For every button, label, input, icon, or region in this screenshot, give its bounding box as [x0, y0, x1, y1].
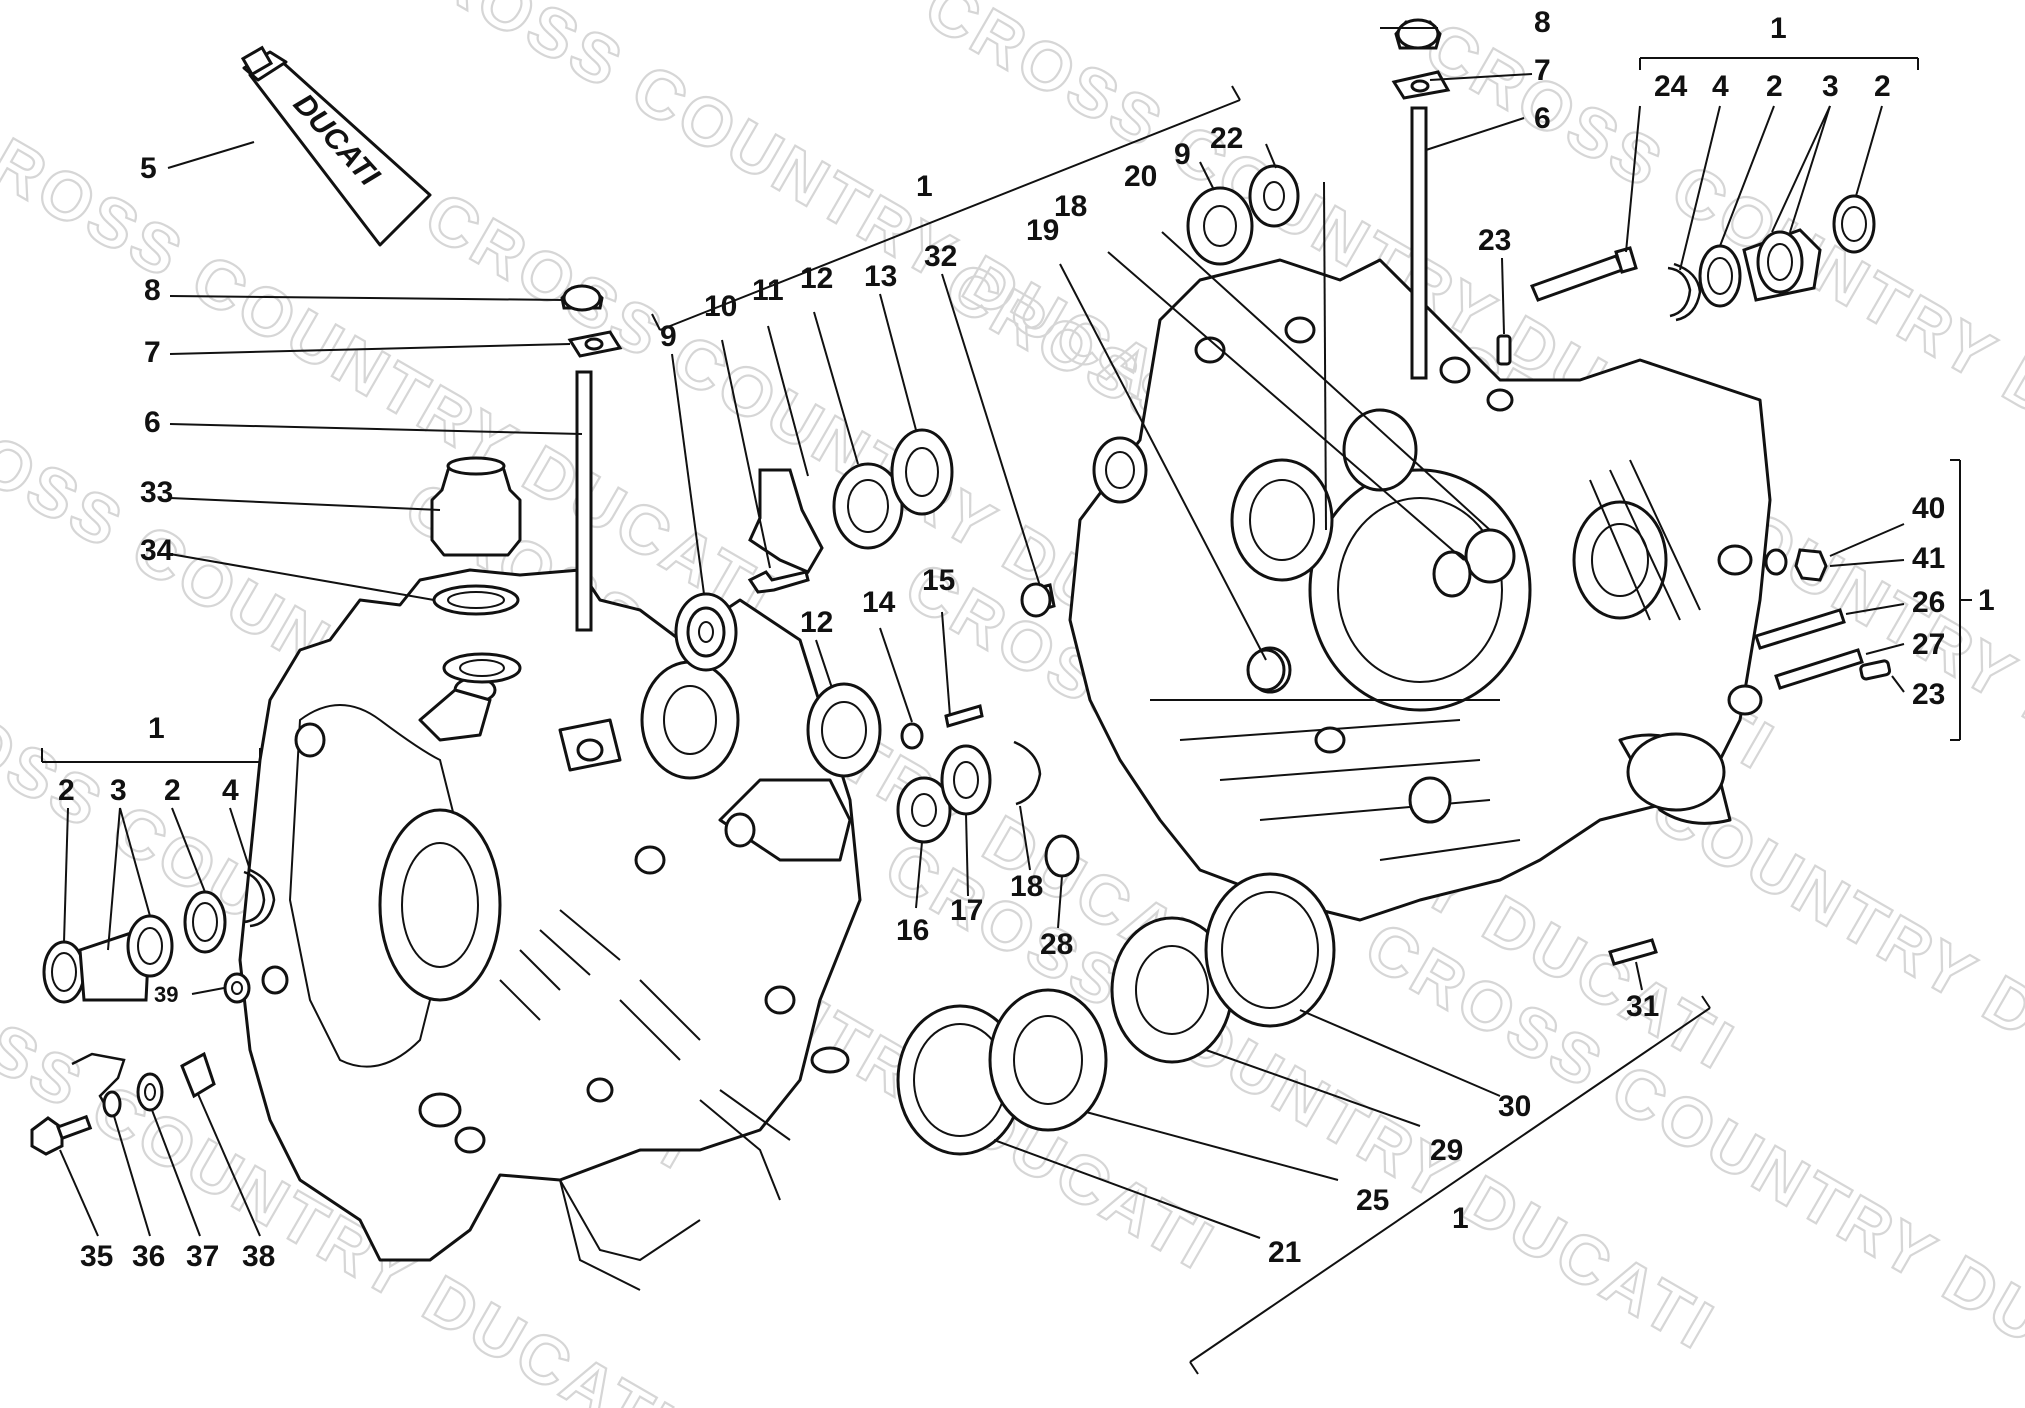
stud-group-left	[560, 284, 623, 632]
middle-bearing-group-upper	[674, 428, 1056, 672]
callout-24: 24	[1654, 70, 1688, 103]
callout-23: 23	[1478, 224, 1511, 257]
callout-6: 6	[1534, 102, 1551, 135]
callout-2: 2	[164, 774, 181, 807]
breather-and-washer	[430, 456, 522, 616]
callout-27: 27	[1912, 628, 1945, 661]
callout-14: 14	[862, 586, 896, 619]
left-crankcase-half	[238, 568, 862, 1291]
callout-7: 7	[1534, 54, 1551, 87]
callout-3: 3	[1822, 70, 1839, 103]
callout-12: 12	[800, 606, 833, 639]
callout-37: 37	[186, 1240, 219, 1273]
callout-34: 34	[140, 534, 174, 567]
callout-17: 17	[950, 894, 983, 927]
right-side-parts	[1608, 548, 1892, 966]
left-small-parts	[30, 972, 251, 1156]
callout-1-bottom: 1	[1452, 1202, 1469, 1235]
leader-lines	[41, 27, 1972, 1375]
callout-25: 25	[1356, 1184, 1389, 1217]
top-right-bearing-group	[1529, 194, 1876, 322]
callout-4: 4	[222, 774, 239, 807]
callout-39: 39	[154, 982, 178, 1007]
left-bearing-group	[42, 868, 276, 1004]
callout-13: 13	[864, 260, 897, 293]
callout-4: 4	[1712, 70, 1729, 103]
callout-5: 5	[140, 152, 157, 185]
callout-10: 10	[704, 290, 737, 323]
callout-11: 11	[752, 274, 784, 307]
callout-30: 30	[1498, 1090, 1531, 1123]
callout-8: 8	[1534, 6, 1551, 39]
callout-2: 2	[1766, 70, 1783, 103]
right-crankcase-half	[1068, 258, 1772, 922]
callout-32: 32	[924, 240, 957, 273]
callout-22: 22	[1210, 122, 1243, 155]
callout-36: 36	[132, 1240, 165, 1273]
callout-23: 23	[1912, 678, 1945, 711]
callout-19: 19	[1026, 214, 1059, 247]
callout-1-middle: 1	[916, 170, 933, 203]
callout-6: 6	[144, 406, 161, 439]
callout-31: 31	[1626, 990, 1659, 1023]
callout-9: 9	[660, 320, 677, 353]
callout-35: 35	[80, 1240, 113, 1273]
callout-21: 21	[1268, 1236, 1301, 1269]
callout-40: 40	[1912, 492, 1945, 525]
callout-2: 2	[58, 774, 75, 807]
bottom-bearing-group	[896, 872, 1336, 1156]
callout-20: 20	[1124, 160, 1157, 193]
callout-38: 38	[242, 1240, 275, 1273]
callout-1-right: 1	[1978, 584, 1995, 617]
callout-8: 8	[144, 274, 161, 307]
upper-right-parts	[1020, 164, 1516, 692]
callout-7: 7	[144, 336, 161, 369]
callout-1-left: 1	[148, 712, 165, 745]
callout-3: 3	[110, 774, 127, 807]
callout-1-top-right: 1	[1770, 12, 1787, 45]
callout-12: 12	[800, 262, 833, 295]
callout-18: 18	[1054, 190, 1087, 223]
callout-2: 2	[1874, 70, 1891, 103]
callout-labels: 5 8 7 6 33 34 1 2 3 2 4 39 35 36 37 38 1…	[58, 6, 1995, 1273]
callout-15: 15	[922, 564, 955, 597]
callout-18: 18	[1010, 870, 1043, 903]
callout-9: 9	[1174, 138, 1191, 171]
callout-28: 28	[1040, 928, 1073, 961]
callout-33: 33	[140, 476, 173, 509]
callout-16: 16	[896, 914, 929, 947]
callout-29: 29	[1430, 1134, 1463, 1167]
sealant-tube: DUCATI	[240, 45, 432, 247]
callout-26: 26	[1912, 586, 1945, 619]
callout-41: 41	[1912, 542, 1945, 575]
